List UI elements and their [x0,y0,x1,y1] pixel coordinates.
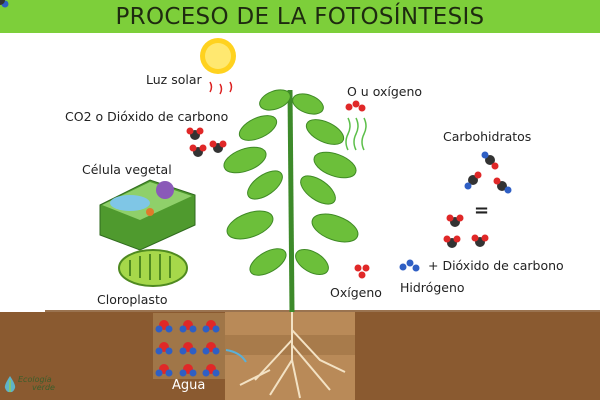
equals-sign: = [474,200,490,221]
water-molecules [0,0,247,379]
page-title: PROCESO DE LA FOTOSÍNTESIS [0,0,600,33]
chloroplast-icon [118,249,188,287]
roots [239,312,346,399]
soil-section [225,312,355,400]
leaves [223,89,359,276]
hydrogen-label: Hidrógeno [400,280,465,295]
logo-line1: Ecología [18,375,52,384]
water-label: Agua [172,378,206,393]
ecologia-verde-logo: Ecología verde [4,375,55,393]
oxygen-label: Oxígeno [330,285,382,300]
logo-line2: verde [32,383,55,392]
oxygen-molecules [345,100,370,279]
chloroplast-label: Cloroplasto [97,292,168,307]
sun-icon [200,38,236,95]
sun-label: Luz solar [146,72,202,87]
carbohydrate-molecules [464,151,512,194]
plant-cell-label: Célula vegetal [82,162,172,177]
co2-label: CO2 o Dióxido de carbono [65,109,229,124]
stem [287,89,295,313]
plus-co2-label: + Dióxido de carbono [428,258,564,273]
carbohydrates-label: Carbohidratos [443,129,532,144]
hydrogen-molecules [399,259,420,272]
oxygen-out-label: O u oxígeno [347,84,423,99]
drop-leaf-icon [4,376,16,393]
plant-cell-icon [99,179,196,251]
